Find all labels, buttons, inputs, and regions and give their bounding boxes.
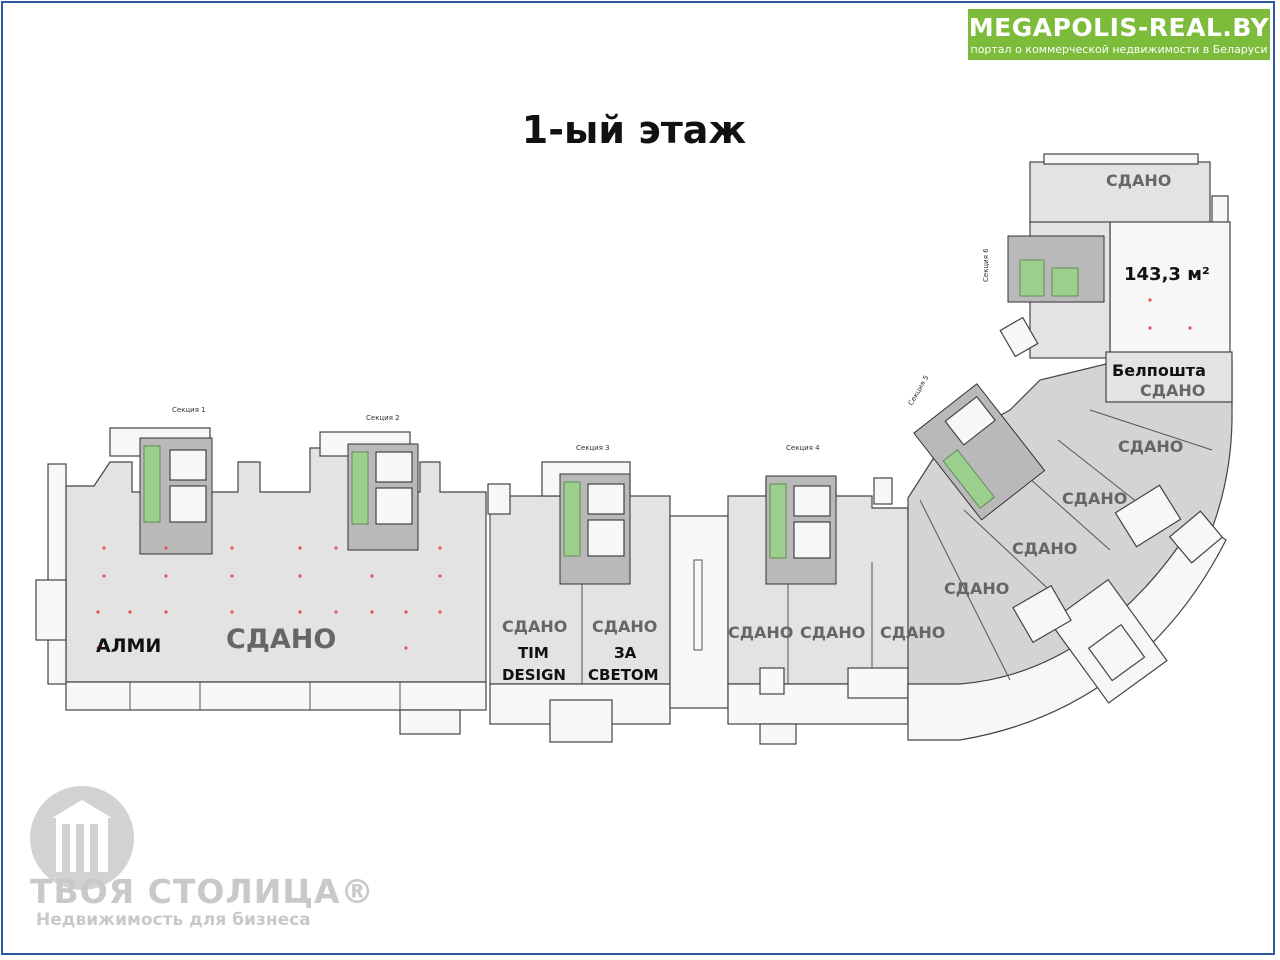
label-leased-c5: СДАНО xyxy=(1140,381,1205,400)
label-design: DESIGN xyxy=(502,666,566,684)
section-label-6: Секция 6 xyxy=(982,248,990,282)
section-label-2: Секция 2 xyxy=(366,414,400,422)
stair-out-4 xyxy=(873,477,893,505)
label-leased-c3: СДАНО xyxy=(1062,489,1127,508)
corridor-south-4 xyxy=(727,683,909,725)
label-leased-north: СДАНО xyxy=(1106,171,1171,190)
curved-wing xyxy=(907,361,1233,741)
unit-north-leased[interactable] xyxy=(1029,161,1211,225)
section-4-wing xyxy=(727,475,957,745)
stair-out-6 xyxy=(999,316,1039,358)
label-za: ЗА xyxy=(614,644,637,662)
stair-section-2 xyxy=(351,451,369,525)
label-leased-big: СДАНО xyxy=(226,624,336,655)
page-title: 1-ый этаж xyxy=(521,108,747,152)
label-svetom: СВЕТОМ xyxy=(588,666,659,684)
stair-section-3 xyxy=(563,481,581,557)
stair-out-3 xyxy=(487,483,511,515)
curved-corridor xyxy=(907,519,1227,741)
north-wing xyxy=(999,153,1233,403)
logo-name: ТВОЯ СТОЛИЦА® xyxy=(30,872,375,911)
core-section-5 xyxy=(913,383,1046,521)
section-label-4: Секция 4 xyxy=(786,444,820,452)
label-leased-s4-a: СДАНО xyxy=(728,623,793,642)
section-3-wing xyxy=(487,461,729,743)
stair-section-6 xyxy=(1019,259,1045,297)
stair-section-4 xyxy=(769,483,787,559)
vestibule-west xyxy=(35,579,67,641)
stair-section-1 xyxy=(143,445,161,523)
porch-3 xyxy=(549,699,613,743)
section-label-5: Секция 5 xyxy=(907,374,931,407)
porch-1 xyxy=(399,709,461,735)
left-wing xyxy=(35,427,487,735)
tvoya-stolitsa-logo: ТВОЯ СТОЛИЦА® Недвижимость для бизнеса xyxy=(30,786,380,936)
unit-belposhta[interactable] xyxy=(1105,351,1233,403)
unit-143-available[interactable] xyxy=(1109,221,1231,355)
corridor-south-1 xyxy=(65,681,487,711)
section-label-3: Секция 3 xyxy=(576,444,610,452)
label-tim: TIM xyxy=(518,644,549,662)
section-label-1: Секция 1 xyxy=(172,406,206,414)
building-logo-icon xyxy=(30,786,134,890)
label-leased-c2: СДАНО xyxy=(1012,539,1077,558)
stair-section-5 xyxy=(942,449,995,509)
porch-4 xyxy=(759,723,797,745)
label-leased-s4-c: СДАНО xyxy=(880,623,945,642)
label-belposhta: Белпошта xyxy=(1112,361,1206,380)
label-leased-c1: СДАНО xyxy=(944,579,1009,598)
entrance-west xyxy=(47,463,67,685)
label-143-area: 143,3 м² xyxy=(1124,264,1210,285)
brand-banner[interactable]: MEGAPOLIS-REAL.BY портал о коммерческой … xyxy=(968,9,1270,60)
brand-name: MEGAPOLIS-REAL.BY xyxy=(968,13,1270,42)
label-leased-s3-b: СДАНО xyxy=(592,617,657,636)
label-leased-s4-b: СДАНО xyxy=(800,623,865,642)
gallery-passage xyxy=(669,515,729,709)
brand-tagline: портал о коммерческой недвижимости в Бел… xyxy=(970,43,1268,56)
label-leased-s3-a: СДАНО xyxy=(502,617,567,636)
label-almi: АЛМИ xyxy=(96,635,161,657)
logo-subtitle: Недвижимость для бизнеса xyxy=(36,910,311,930)
label-leased-c4: СДАНО xyxy=(1118,437,1183,456)
